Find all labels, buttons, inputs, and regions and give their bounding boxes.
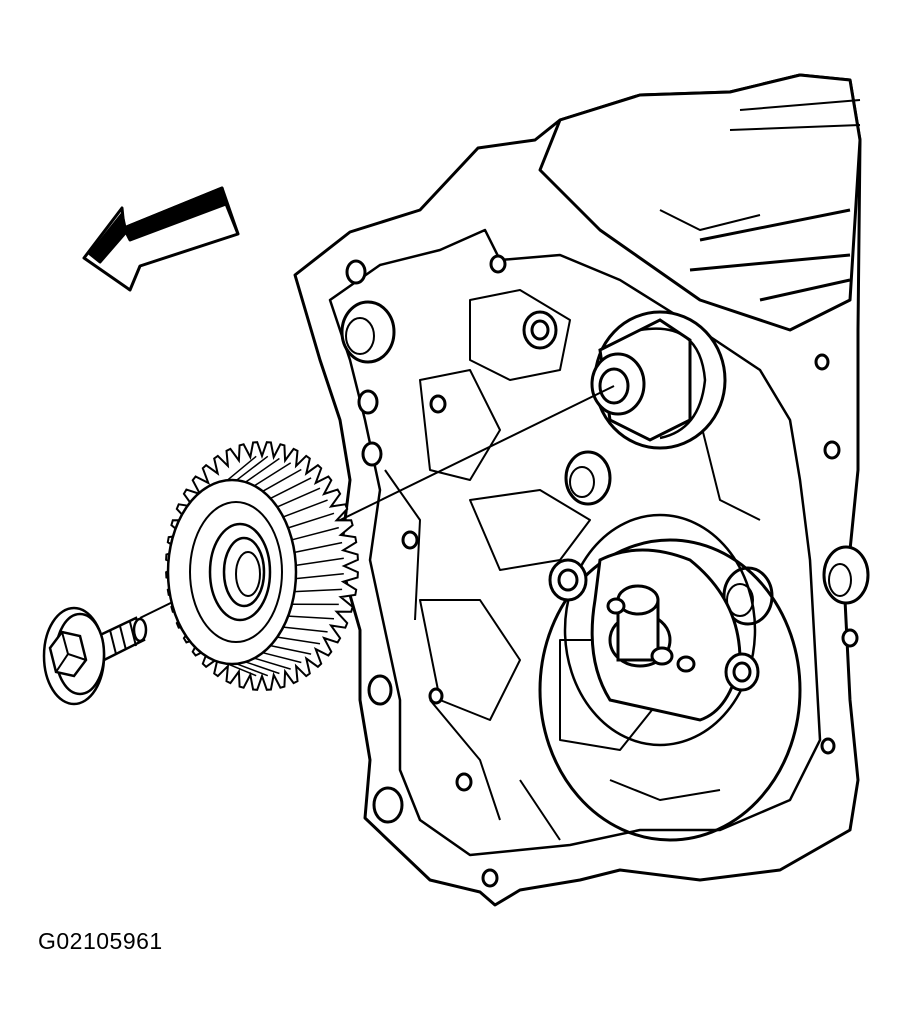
gear-tooth-line — [291, 526, 339, 541]
gear-tooth-line — [294, 588, 343, 593]
drive-flange — [538, 513, 802, 842]
gear-tooth-line — [253, 462, 292, 487]
gear-tooth-line — [270, 477, 312, 500]
gear-tooth-line — [288, 615, 335, 620]
gear-tooth-line — [236, 663, 269, 677]
gear-tooth-line — [227, 663, 257, 677]
gear-bolt — [42, 606, 148, 706]
idler-shaft — [522, 310, 727, 450]
gear-tooth-line — [245, 457, 280, 483]
gear-tooth-line — [294, 541, 343, 554]
gear-tooth-line — [270, 644, 312, 655]
gear-tooth-line — [226, 455, 257, 481]
gear-tooth-line — [245, 661, 280, 675]
figure-code: G02105961 — [38, 928, 163, 954]
gear-tooth-line — [236, 455, 269, 481]
gear-tooth-line — [287, 512, 335, 529]
gear-tooth-line — [262, 468, 302, 492]
gear-tooth-line — [282, 499, 328, 518]
gear-tooth-line — [295, 573, 344, 580]
gear-tooth-line — [283, 626, 328, 633]
gear-tooth-line — [277, 636, 321, 645]
gear-tooth-line — [262, 651, 302, 664]
idler-gear — [165, 441, 359, 691]
gear-tooth-line — [295, 557, 344, 567]
gear-tooth-line — [254, 657, 291, 670]
arrow-left-icon — [82, 186, 240, 292]
gear-tooth-line — [276, 487, 321, 508]
